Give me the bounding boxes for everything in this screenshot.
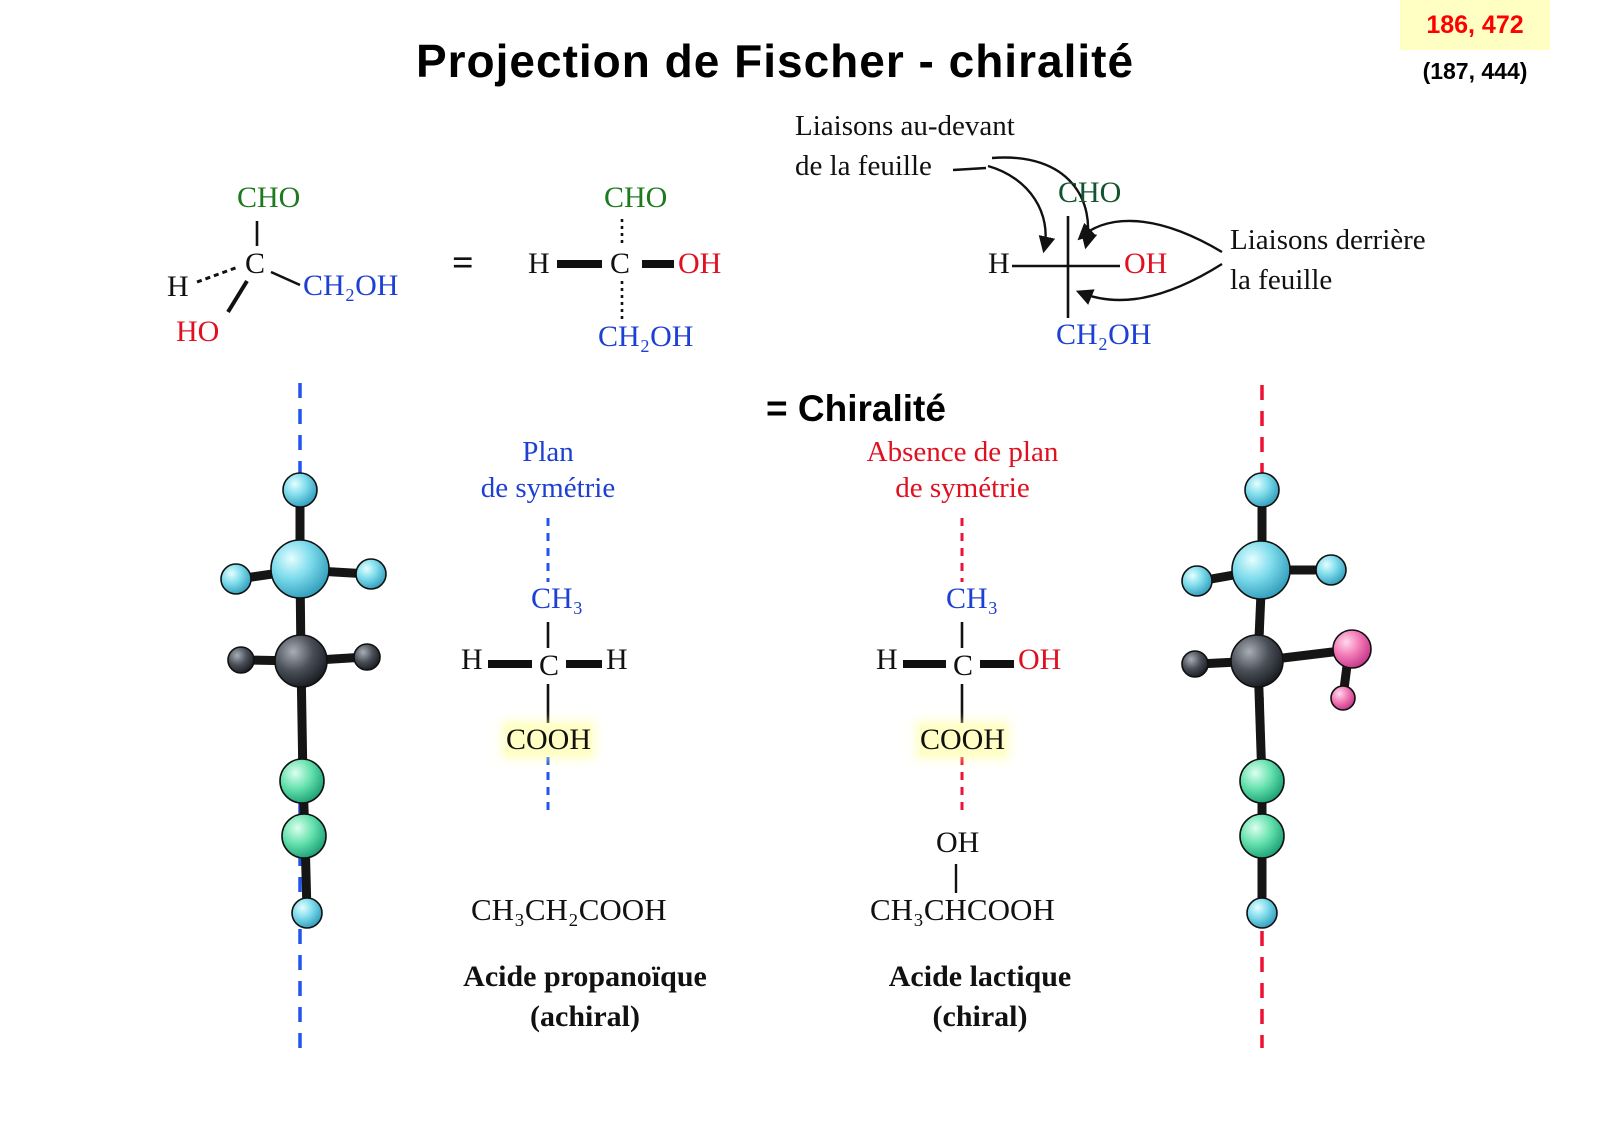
- lactic-cooh-label: COOH: [920, 723, 1006, 756]
- propanoic-c-label: C: [539, 649, 560, 682]
- page-ref-secondary: (187, 444): [1422, 58, 1528, 84]
- behind-bond-arrow-top: [1077, 219, 1223, 254]
- annotated-oh-label: OH: [1124, 247, 1168, 280]
- molecule-3d-chiral: [1181, 385, 1372, 1048]
- propanoic-plane-line2: de symétrie: [480, 472, 616, 504]
- propanoic-h-right-label: H: [606, 643, 628, 676]
- atom-h-dark-right: [353, 643, 381, 671]
- propanoic-formula: CH₃CH₂COOH: [471, 892, 667, 927]
- atom-c-central: [1230, 634, 1284, 688]
- atom-h-right: [355, 558, 387, 590]
- lactic-plane-line2: de symétrie: [895, 472, 1030, 504]
- fischer-c-label: C: [610, 247, 631, 280]
- atom-o-hydroxyl: [1332, 629, 1372, 669]
- atom-c-top: [270, 539, 330, 599]
- wedge-cho-label: CHO: [237, 181, 301, 214]
- atom-o-upper: [1239, 758, 1285, 804]
- annotated-structure-bonds: [952, 156, 1223, 318]
- propanoic-name: Acide propanoïque: [463, 960, 707, 993]
- lactic-cross: [903, 518, 1014, 893]
- atom-h-left: [1181, 565, 1213, 597]
- page-ref-primary: 186, 472: [1426, 10, 1524, 39]
- chirality-heading: = Chiralité: [766, 388, 946, 429]
- lactic-chirality: (chiral): [932, 1000, 1028, 1033]
- propanoic-cooh-label: COOH: [506, 723, 592, 756]
- fischer-oh-label: OH: [678, 247, 722, 280]
- propanoic-plane-line1: Plan: [522, 436, 574, 468]
- annotation-front-line2: de la feuille: [795, 150, 932, 182]
- atom-o-lower: [281, 813, 327, 859]
- behind-bond-arrow-bottom: [1075, 262, 1223, 305]
- atom-o-upper: [279, 758, 325, 804]
- wedge-ho-label: HO: [176, 315, 220, 348]
- propanoic-chirality: (achiral): [530, 1000, 640, 1033]
- lactic-oh-label: OH: [1018, 643, 1062, 676]
- annotated-ch2oh-label: CH₂OH: [1056, 318, 1152, 351]
- fischer-h-label: H: [528, 247, 550, 280]
- annotation-front-line1: Liaisons au-devant: [795, 110, 1015, 142]
- fischer-ch2oh-label: CH₂OH: [598, 320, 694, 353]
- lactic-c-label: C: [953, 649, 974, 682]
- molecule-3d-achiral: [220, 383, 387, 1048]
- atom-c-top: [1231, 540, 1291, 600]
- atom-h-left: [220, 563, 252, 595]
- atom-c-central: [274, 634, 328, 688]
- propanoic-ch3-label: CH₃: [531, 582, 584, 615]
- lactic-h-label: H: [876, 643, 898, 676]
- annotated-cho-label: CHO: [1058, 176, 1122, 209]
- wedge-c-label: C: [245, 247, 266, 280]
- annotated-h-label: H: [988, 247, 1010, 280]
- atom-h-hydroxyl: [1330, 685, 1356, 711]
- atom-h-bottom: [291, 897, 323, 929]
- propanoic-cross: [488, 518, 602, 815]
- atom-h-dark-left: [227, 646, 255, 674]
- atom-h-bottom: [1246, 897, 1278, 929]
- atom-o-lower: [1239, 813, 1285, 859]
- lactic-formula: CH₃CHCOOH: [870, 892, 1055, 927]
- wedge-ch2oh-label: CH₂OH: [303, 269, 399, 302]
- equals-sign: =: [452, 242, 474, 284]
- propanoic-h-left-label: H: [461, 643, 483, 676]
- wedge-h-label: H: [167, 270, 189, 303]
- front-bond-arrow-left: [987, 164, 1056, 254]
- fischer-cho-label: CHO: [604, 181, 668, 214]
- atom-h-right: [1315, 554, 1347, 586]
- lactic-name: Acide lactique: [888, 960, 1072, 993]
- atom-h-top: [1244, 472, 1280, 508]
- fischer-structure-bonds: [557, 219, 674, 319]
- slide-title: Projection de Fischer - chiralité: [415, 35, 1135, 87]
- atom-h-dark-left: [1181, 650, 1209, 678]
- wedge-structure-bonds: [196, 221, 301, 314]
- lactic-ch3-label: CH₃: [946, 582, 999, 615]
- annotation-behind-line2: la feuille: [1230, 264, 1333, 296]
- lactic-plane-line1: Absence de plan: [866, 436, 1059, 468]
- atom-h-top: [282, 472, 318, 508]
- lactic-hydroxyl-label: OH: [936, 826, 980, 859]
- annotation-behind-line1: Liaisons derrière: [1230, 224, 1426, 256]
- page-ref-box: 186, 472: [1400, 0, 1550, 50]
